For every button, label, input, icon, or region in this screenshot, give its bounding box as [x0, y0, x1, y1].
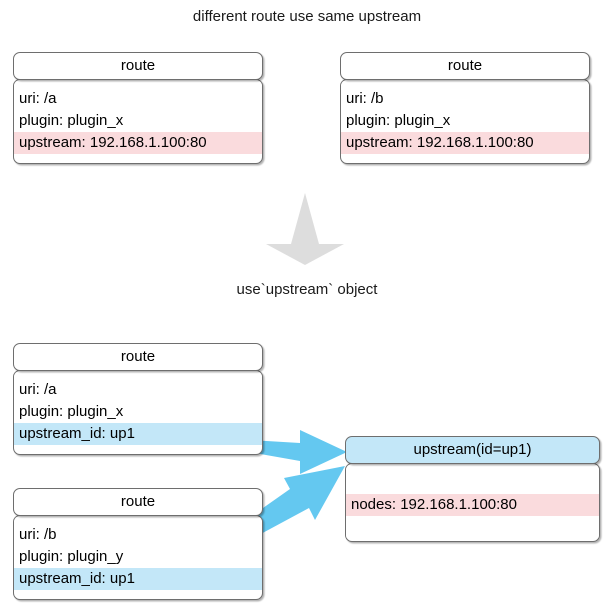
card-route-b-top: route uri: /b plugin: plugin_x upstream:… [340, 52, 590, 164]
card-body-upstream: nodes: 192.168.1.100:80 [345, 463, 600, 542]
body-top-spacer [346, 464, 599, 472]
card-body-route-b-bottom: uri: /b plugin: plugin_y upstream_id: up… [13, 515, 263, 600]
caption-top: different route use same upstream [192, 8, 422, 25]
card-body-route-b-top: uri: /b plugin: plugin_x upstream: 192.1… [340, 79, 590, 164]
card-route-a-bottom: route uri: /a plugin: plugin_x upstream_… [13, 343, 263, 455]
row-blank-top [346, 472, 599, 494]
body-top-spacer [14, 516, 262, 524]
card-body-route-a-top: uri: /a plugin: plugin_x upstream: 192.1… [13, 79, 263, 164]
row-plugin: plugin: plugin_x [341, 110, 589, 132]
row-upstream-id: upstream_id: up1 [14, 568, 262, 590]
card-header-route: route [13, 52, 263, 80]
row-nodes: nodes: 192.168.1.100:80 [346, 494, 599, 516]
card-upstream-object: upstream(id=up1) nodes: 192.168.1.100:80 [345, 436, 600, 542]
row-upstream: upstream: 192.168.1.100:80 [341, 132, 589, 154]
card-header-route: route [13, 343, 263, 371]
card-body-route-a-bottom: uri: /a plugin: plugin_x upstream_id: up… [13, 370, 263, 455]
body-top-spacer [341, 80, 589, 88]
row-uri: uri: /a [14, 379, 262, 401]
row-plugin: plugin: plugin_x [14, 401, 262, 423]
row-plugin: plugin: plugin_y [14, 546, 262, 568]
section-transition-arrow [266, 193, 344, 265]
row-upstream: upstream: 192.168.1.100:80 [14, 132, 262, 154]
card-header-route: route [13, 488, 263, 516]
row-blank-bottom [346, 516, 599, 538]
caption-middle: use`upstream` object [236, 281, 378, 298]
card-route-a-top: route uri: /a plugin: plugin_x upstream:… [13, 52, 263, 164]
card-route-b-bottom: route uri: /b plugin: plugin_y upstream_… [13, 488, 263, 600]
row-plugin: plugin: plugin_x [14, 110, 262, 132]
row-uri: uri: /b [341, 88, 589, 110]
row-uri: uri: /b [14, 524, 262, 546]
card-header-route: route [340, 52, 590, 80]
body-top-spacer [14, 80, 262, 88]
body-top-spacer [14, 371, 262, 379]
card-header-upstream: upstream(id=up1) [345, 436, 600, 464]
row-upstream-id: upstream_id: up1 [14, 423, 262, 445]
row-uri: uri: /a [14, 88, 262, 110]
